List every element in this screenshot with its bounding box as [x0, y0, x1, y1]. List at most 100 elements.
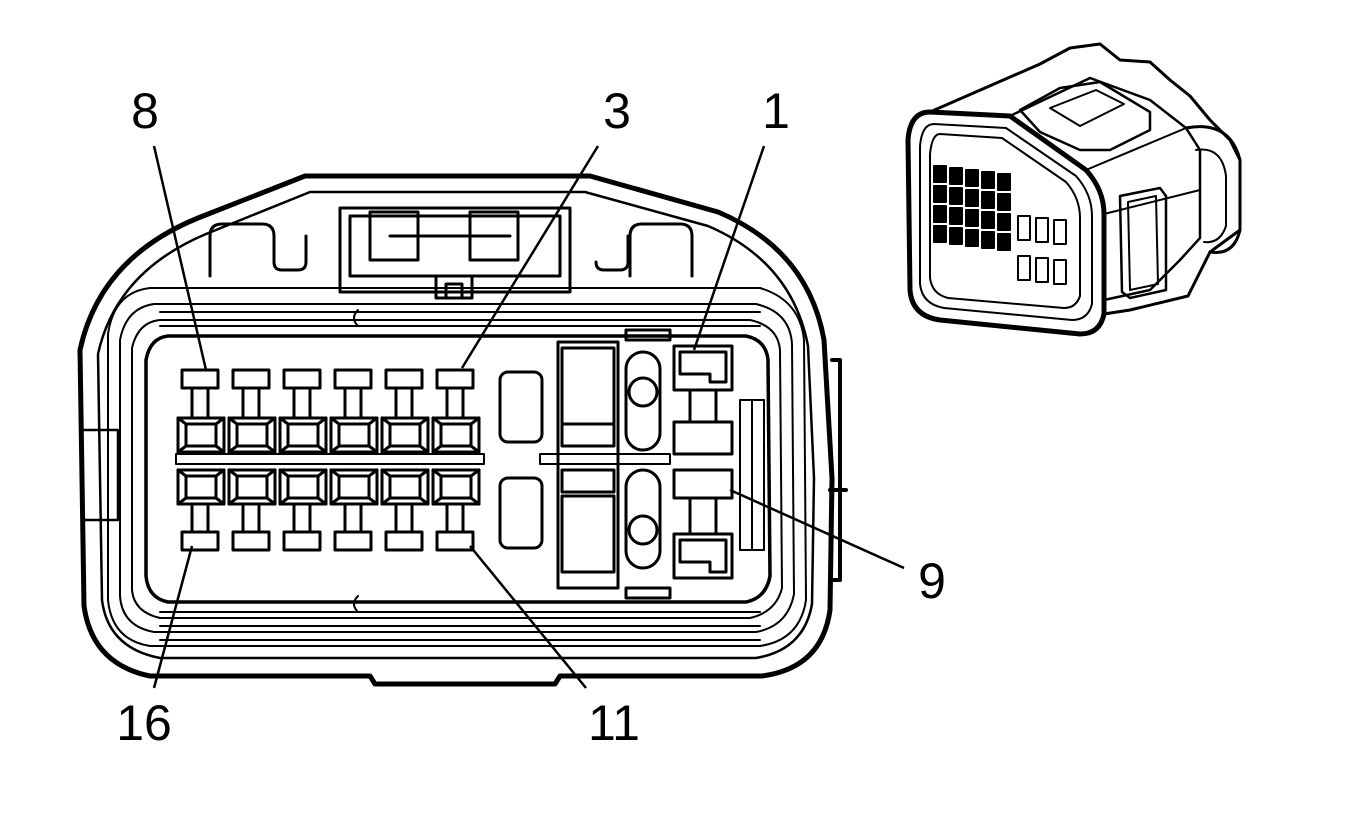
label-pin-8: 8 — [131, 83, 159, 139]
housing-inner-outline-4 — [131, 319, 783, 619]
iso-cavity-large — [1035, 217, 1049, 243]
iso-cavity — [997, 233, 1011, 251]
terminal-cavity-inner-top — [235, 422, 269, 448]
terminal-stem-top — [292, 386, 312, 420]
iso-latch — [1018, 80, 1152, 152]
terminal-stem-top — [241, 386, 261, 420]
iso-cavity — [997, 193, 1011, 211]
terminal-post-bottom — [231, 530, 271, 552]
housing-outer-outline — [77, 173, 835, 687]
terminal-cavity-inner-bottom — [235, 474, 269, 500]
iso-cavity — [965, 209, 979, 227]
terminal-cavity-top — [431, 416, 481, 454]
iso-face-inner-2 — [929, 133, 1081, 309]
label-pin-3: 3 — [603, 83, 631, 139]
terminal-post-bottom — [282, 530, 322, 552]
iso-latch-bar — [1049, 89, 1125, 127]
terminal-cavity-bevel-bottom — [431, 468, 481, 506]
iso-cavity-large — [1035, 257, 1049, 283]
iso-cavity-large — [1017, 255, 1031, 281]
terminal-post-top — [282, 368, 322, 390]
iso-cavity — [981, 191, 995, 209]
channel-lines — [159, 309, 761, 641]
terminal-cavity-top — [227, 416, 277, 454]
iso-cavity — [981, 171, 995, 189]
iso-cavity — [965, 229, 979, 247]
terminal-cavity-top — [176, 416, 226, 454]
label-pin-11: 11 — [588, 695, 640, 751]
terminal-cavity-inner-top — [337, 422, 371, 448]
iso-cavity — [997, 173, 1011, 191]
terminal-cavity-bevel-top — [431, 416, 481, 454]
terminal-cavity-bevel-bottom — [278, 468, 328, 506]
iso-side-window — [1118, 186, 1168, 300]
iso-cavity — [933, 205, 947, 223]
iso-cavity-large — [1053, 259, 1067, 285]
insert-outline — [144, 334, 772, 604]
terminal-post-bottom — [333, 530, 373, 552]
housing-inner-outline-1 — [96, 190, 816, 660]
connector-isometric-view — [905, 42, 1242, 337]
iso-body-top — [928, 42, 1242, 316]
iso-cavity-large — [1017, 215, 1031, 241]
terminal-cavity-inner-top — [439, 422, 473, 448]
iso-body-line-1 — [1085, 127, 1187, 171]
iso-cavity — [949, 167, 963, 185]
terminal-cavity-top — [380, 416, 430, 454]
terminal-cavity-bevel-bottom — [227, 468, 277, 506]
iso-side-window-inner — [1127, 195, 1159, 291]
terminal-cavity-inner-bottom — [388, 474, 422, 500]
terminal-post-bottom — [384, 530, 424, 552]
housing-inner-outline-2 — [107, 287, 807, 647]
iso-face-outer — [905, 109, 1107, 337]
iso-cavity — [965, 189, 979, 207]
terminal-cavity-inner-bottom — [337, 474, 371, 500]
iso-rear-ring-2 — [1195, 148, 1227, 244]
right-key — [830, 358, 842, 582]
connector-face-view — [77, 173, 848, 687]
terminal-stem-bottom — [343, 502, 363, 534]
iso-face-inner — [919, 123, 1093, 321]
iso-body-line-2 — [1103, 189, 1201, 215]
iso-cavity — [949, 187, 963, 205]
terminal-stem-top — [394, 386, 414, 420]
terminal-post-top — [180, 368, 220, 390]
terminal-stem-bottom — [394, 502, 414, 534]
terminal-post-bottom — [180, 530, 220, 552]
terminal-stem-top — [343, 386, 363, 420]
iso-cavity — [981, 211, 995, 229]
terminal-post-top — [231, 368, 271, 390]
label-pin-1: 1 — [762, 83, 790, 139]
iso-cavity-grid — [933, 165, 1067, 285]
leader-pin-1 — [692, 145, 766, 351]
terminal-cavity-bevel-top — [227, 416, 277, 454]
terminal-cavity-top — [329, 416, 379, 454]
callout-labels: 8 3 1 9 16 11 — [116, 83, 946, 751]
leader-pin-16 — [152, 545, 194, 689]
terminal-cavity-bevel-top — [278, 416, 328, 454]
right-column-terminals — [672, 344, 734, 580]
housing-inner-outline-3 — [119, 303, 795, 633]
terminal-cavity-inner-top — [184, 422, 218, 448]
terminal-post-top — [333, 368, 373, 390]
terminal-cavity-bevel-bottom — [176, 468, 226, 506]
terminal-cavity-inner-top — [286, 422, 320, 448]
terminal-stem-bottom — [292, 502, 312, 534]
terminal-grid — [176, 368, 481, 552]
terminal-stem-top — [445, 386, 465, 420]
iso-cavity — [949, 207, 963, 225]
terminal-stem-bottom — [241, 502, 261, 534]
terminal-stem-top — [190, 386, 210, 420]
iso-cavity — [933, 225, 947, 243]
label-pin-16: 16 — [116, 695, 172, 751]
iso-cavity — [933, 165, 947, 183]
leader-pin-8 — [152, 145, 208, 371]
terminal-cavity-bevel-top — [380, 416, 430, 454]
iso-cavity-large — [1053, 219, 1067, 245]
terminal-cavity-bevel-bottom — [329, 468, 379, 506]
terminal-cavity-inner-top — [388, 422, 422, 448]
terminal-stem-bottom — [190, 502, 210, 534]
iso-cavity — [997, 213, 1011, 231]
terminal-cavity-inner-bottom — [286, 474, 320, 500]
